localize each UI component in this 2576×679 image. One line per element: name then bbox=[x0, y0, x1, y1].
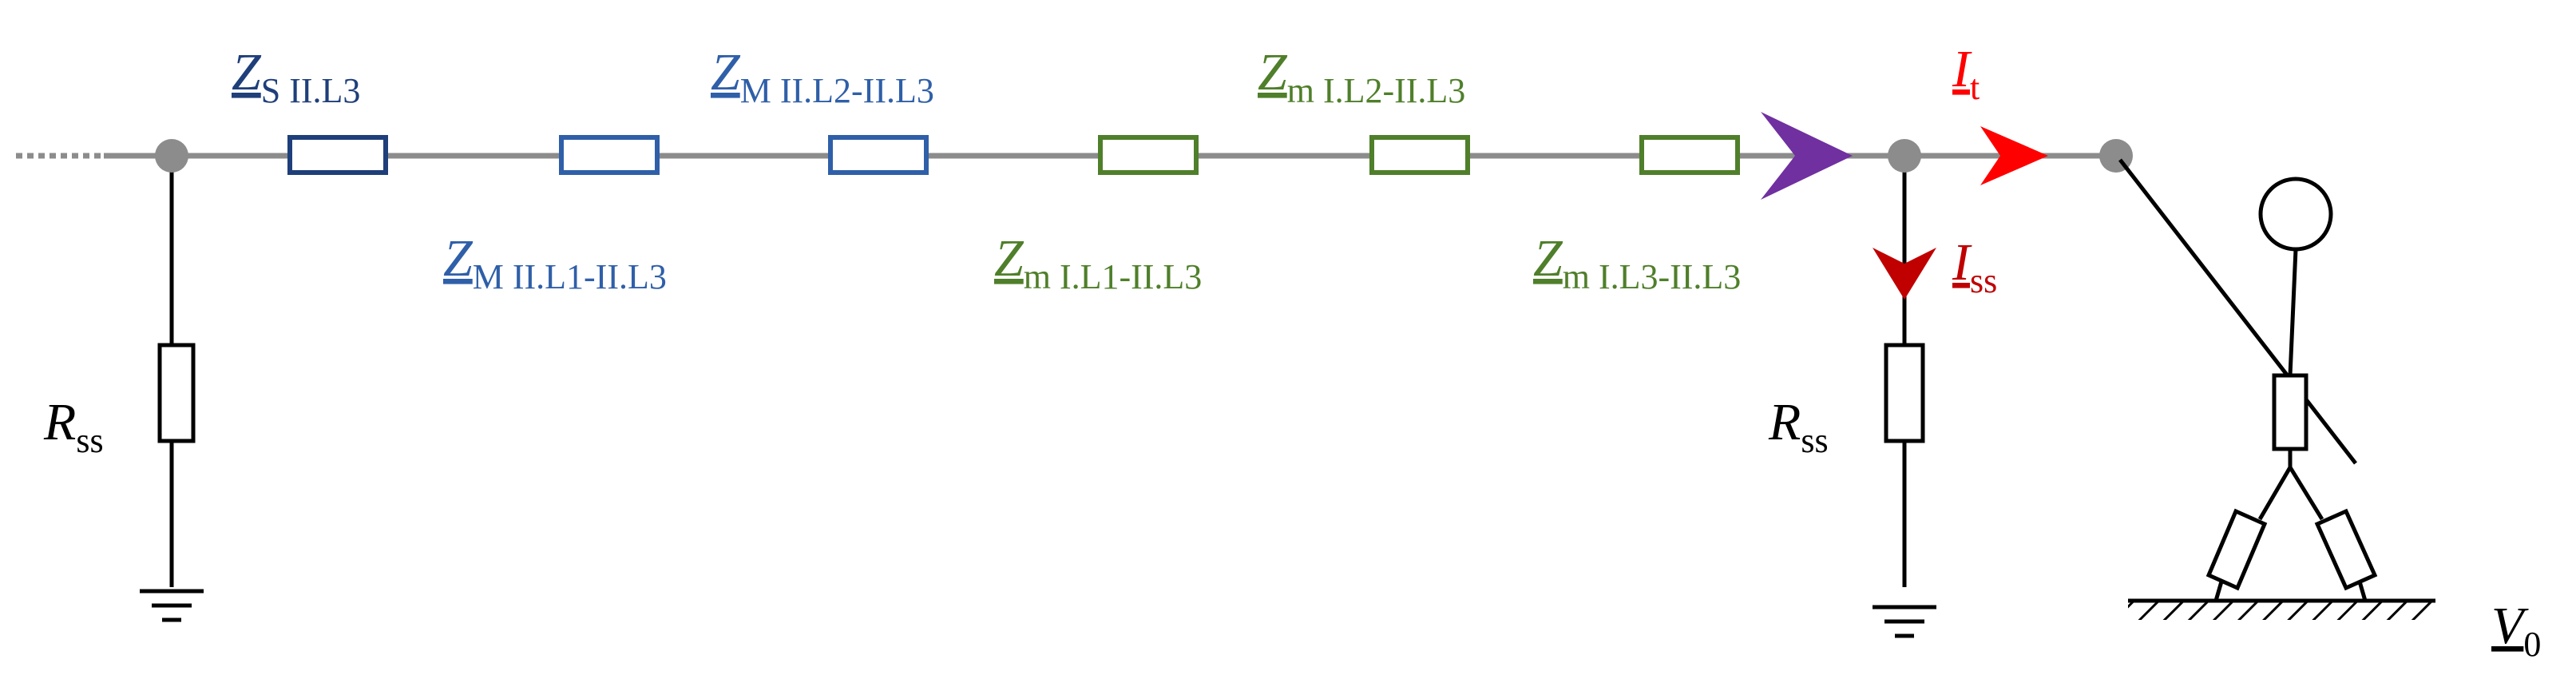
impedance-zmi-l2 bbox=[1369, 135, 1470, 175]
impedance-zs bbox=[287, 135, 388, 175]
ground-plate-hatch bbox=[2128, 601, 2435, 620]
resistor-rss-right bbox=[1884, 343, 1925, 443]
impedance-zm-l1 bbox=[559, 135, 660, 175]
node-right bbox=[1888, 139, 1921, 173]
label-rss-left: Rss bbox=[43, 393, 104, 460]
person-figure-icon bbox=[2118, 158, 2378, 602]
ground-right-icon bbox=[1873, 605, 1936, 638]
purple-arrow-icon bbox=[1761, 112, 1853, 200]
impedance-zm-l2 bbox=[828, 135, 929, 175]
label-zm-l1: ZM II.L1-II.L3 bbox=[443, 229, 667, 296]
resistor-rss-left bbox=[157, 343, 196, 443]
label-zmi-l1: Zm I.L1-II.L3 bbox=[994, 229, 1202, 296]
node-left bbox=[155, 139, 188, 173]
impedance-zmi-l3 bbox=[1639, 135, 1740, 175]
current-arrow-iss-icon bbox=[1873, 248, 1936, 300]
label-v0: V0 bbox=[2491, 597, 2541, 664]
label-zs: ZS II.L3 bbox=[232, 43, 360, 110]
label-zm-l2: ZM II.L2-II.L3 bbox=[711, 43, 934, 110]
label-rss-right: Rss bbox=[1768, 393, 1829, 460]
current-arrow-it-icon bbox=[1980, 126, 2048, 185]
label-it: It bbox=[1952, 40, 1980, 107]
label-zmi-l2: Zm I.L2-II.L3 bbox=[1258, 43, 1465, 110]
label-iss: Iss bbox=[1952, 233, 1997, 300]
ground-left-icon bbox=[140, 589, 204, 622]
label-zmi-l3: Zm I.L3-II.L3 bbox=[1533, 229, 1741, 296]
impedance-zmi-l1 bbox=[1098, 135, 1199, 175]
